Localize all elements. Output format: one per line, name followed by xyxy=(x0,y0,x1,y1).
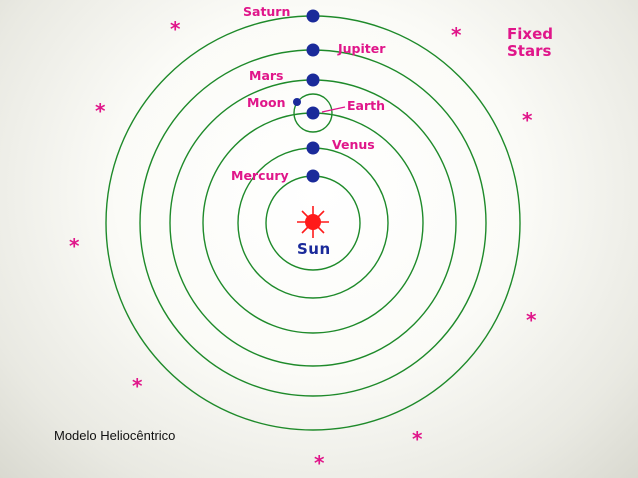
saturn-planet xyxy=(306,9,320,23)
star-icon: * xyxy=(314,451,325,475)
venus-planet xyxy=(306,141,320,155)
earth-planet xyxy=(306,106,320,120)
moon-orbit xyxy=(293,93,333,133)
star-icon: * xyxy=(95,99,106,123)
mars-label: Mars xyxy=(249,68,283,83)
sun-icon xyxy=(297,206,329,238)
star-icon: * xyxy=(412,427,423,451)
fixed-stars-label-line2: Stars xyxy=(507,42,551,60)
earth-pointer xyxy=(321,106,346,113)
saturn-label: Saturn xyxy=(243,4,290,19)
jupiter-planet xyxy=(306,43,320,57)
fixed-stars-label-line1: Fixed xyxy=(507,25,553,43)
star-icon: * xyxy=(526,308,537,332)
earth-label: Earth xyxy=(347,98,385,113)
sun-label: Sun xyxy=(297,240,331,258)
venus-label: Venus xyxy=(332,137,375,152)
moon-label: Moon xyxy=(247,95,286,110)
star-icon: * xyxy=(451,23,462,47)
jupiter-label: Jupiter xyxy=(337,41,386,56)
star-icon: * xyxy=(522,108,533,132)
moon-planet xyxy=(293,98,301,106)
mars-planet xyxy=(306,73,320,87)
star-icon: * xyxy=(132,374,143,398)
caption: Modelo Heliocêntrico xyxy=(54,428,176,443)
star-icon: * xyxy=(170,17,181,41)
mercury-planet xyxy=(306,169,320,183)
star-icon: * xyxy=(69,234,80,258)
mercury-label: Mercury xyxy=(231,168,289,183)
